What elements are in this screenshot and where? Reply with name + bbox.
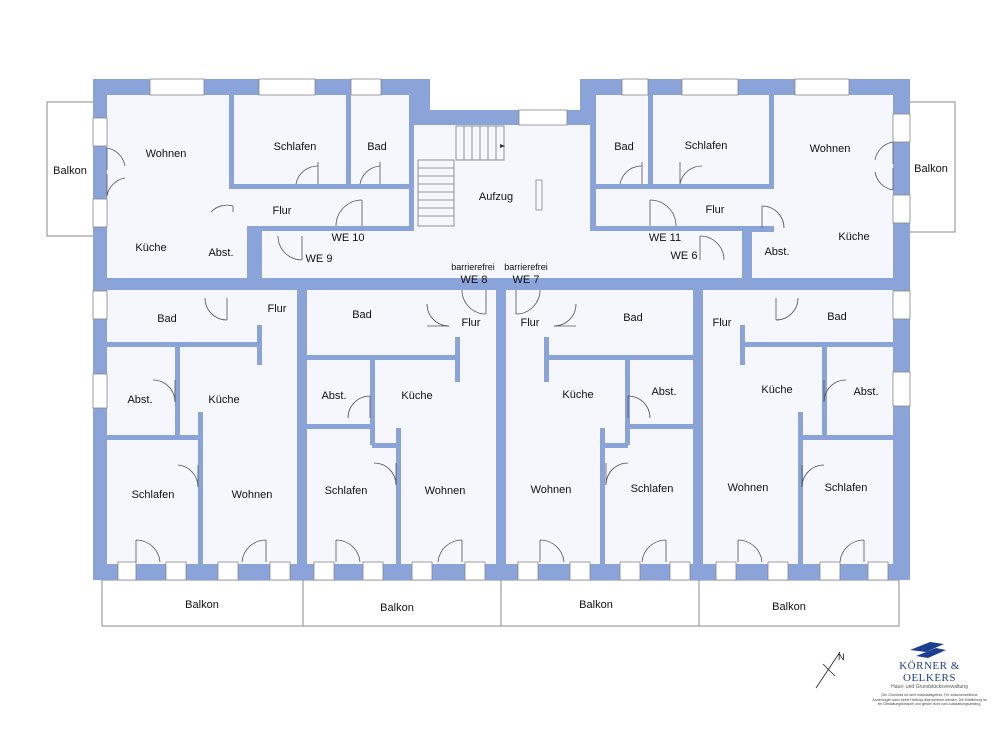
label-abst-we6: Abst. <box>853 386 878 398</box>
stair-direction-arrow-icon <box>500 144 505 148</box>
logo-subtitle: Haus- und Grundstücksverwaltung <box>891 684 968 690</box>
floor-bad-we11 <box>596 95 648 184</box>
unit-labels: WE 10 WE 9 barrierefrei WE 8 barrierefre… <box>306 232 698 286</box>
floor-schlafen-we11 <box>653 95 769 184</box>
balcony-bottom-4 <box>698 579 900 627</box>
logo-mark-icon <box>910 642 946 658</box>
unit-we7: WE 7 <box>513 274 540 286</box>
label-wohnen-we6: Wohnen <box>728 482 769 494</box>
label-schlafen-we7: Schlafen <box>631 483 674 495</box>
label-abst-we7: Abst. <box>651 386 676 398</box>
label-flur-we11: Flur <box>706 204 725 216</box>
label-wohnen-we10: Wohnen <box>146 148 187 160</box>
label-wohnen-we11: Wohnen <box>810 143 851 155</box>
elevator-symbol <box>535 179 543 211</box>
compass-needle-icon <box>815 651 841 689</box>
company-logo: KÖRNER & OELKERS Haus- und Grundstücksve… <box>872 644 987 707</box>
label-wohnen-we7: Wohnen <box>531 484 572 496</box>
label-wohnen-we9: Wohnen <box>232 489 273 501</box>
label-bad-we10: Bad <box>367 141 387 153</box>
room-floors <box>107 95 893 564</box>
compass-cross-icon <box>822 663 836 677</box>
balconies <box>46 101 956 627</box>
floor-abst-we11 <box>752 232 808 278</box>
label-schlafen-we8: Schlafen <box>325 485 368 497</box>
compass-north-label: N <box>838 652 845 662</box>
label-bad-we9: Bad <box>157 313 177 325</box>
label-kueche-we9: Küche <box>208 394 239 406</box>
unit-we8: WE 8 <box>461 274 488 286</box>
label-flur-we8: Flur <box>462 317 481 329</box>
interior-walls <box>107 285 893 564</box>
label-abst-we10: Abst. <box>208 247 233 259</box>
unit-barrierefrei-we7: barrierefrei <box>504 262 548 272</box>
label-bad-we11: Bad <box>614 141 634 153</box>
label-flur-we6: Flur <box>713 317 732 329</box>
floor-aufzug <box>455 164 541 222</box>
label-schlafen-we11: Schlafen <box>685 140 728 152</box>
floor-flur-we11 <box>596 189 812 226</box>
label-bad-we7: Bad <box>623 312 643 324</box>
label-kueche-we8: Küche <box>401 390 432 402</box>
label-kueche-we7: Küche <box>562 389 593 401</box>
label-schlafen-we9: Schlafen <box>132 489 175 501</box>
label-kueche-we6: Küche <box>761 384 792 396</box>
unit-we6: WE 6 <box>671 250 698 262</box>
staircase <box>417 125 505 227</box>
compass: N <box>815 651 845 689</box>
label-wohnen-we8: Wohnen <box>425 485 466 497</box>
label-balkon-b1: Balkon <box>185 599 219 611</box>
label-flur-we7: Flur <box>521 317 540 329</box>
floor-schlafen-we10 <box>234 95 346 184</box>
balcony-bottom-2 <box>302 579 502 627</box>
label-schlafen-we10: Schlafen <box>274 141 317 153</box>
logo-disclaimer: Der Grundriss ist nicht maßstabsgetreu. … <box>872 693 987 706</box>
unit-barrierefrei-we8: barrierefrei <box>451 262 495 272</box>
balcony-bottom-3 <box>500 579 700 627</box>
label-balkon-right: Balkon <box>914 163 948 175</box>
label-abst-we9: Abst. <box>127 394 152 406</box>
label-schlafen-we6: Schlafen <box>825 482 868 494</box>
label-balkon-left: Balkon <box>53 165 87 177</box>
label-bad-we6: Bad <box>827 311 847 323</box>
floor-abst-we10 <box>192 212 247 278</box>
label-abst-we8: Abst. <box>321 390 346 402</box>
unit-we9: WE 9 <box>306 253 333 265</box>
label-balkon-b2: Balkon <box>380 602 414 614</box>
label-bad-we8: Bad <box>352 309 372 321</box>
balcony-left <box>46 101 96 237</box>
label-kueche-we11: Küche <box>838 231 869 243</box>
label-abst-we11: Abst. <box>764 246 789 258</box>
floor-corridor <box>262 231 742 278</box>
label-flur-we9: Flur <box>268 303 287 315</box>
unit-we11: WE 11 <box>649 232 681 244</box>
door-swings <box>106 141 894 563</box>
floor-kueche-we10 <box>107 189 187 278</box>
label-aufzug: Aufzug <box>479 191 513 203</box>
unit-we10: WE 10 <box>331 232 364 244</box>
room-labels: Balkon Wohnen Schlafen Bad Flur Küche Ab… <box>53 140 948 614</box>
label-flur-we10: Flur <box>273 205 292 217</box>
balcony-right <box>907 101 956 233</box>
label-balkon-b3: Balkon <box>579 599 613 611</box>
label-kueche-we10: Küche <box>135 242 166 254</box>
label-balkon-b4: Balkon <box>772 601 806 613</box>
windows <box>92 78 911 581</box>
logo-name: KÖRNER & OELKERS <box>899 660 960 684</box>
